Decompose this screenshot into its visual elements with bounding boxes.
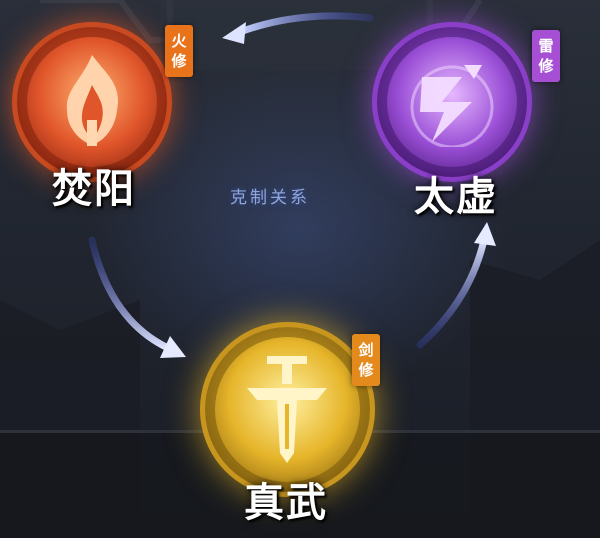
faction-name-fenyang: 焚阳 (52, 165, 136, 212)
faction-emblem-zhenwu[interactable] (200, 322, 375, 497)
badge-sword-cultivation: 剑 修 (352, 334, 380, 386)
faction-name-taixu: 太虚 (414, 173, 498, 220)
faction-emblem-taixu[interactable] (372, 22, 532, 182)
badge-char: 火 (171, 32, 187, 50)
emblem-ring (200, 322, 375, 497)
badge-char: 剑 (358, 341, 374, 359)
emblem-ring (372, 22, 532, 182)
badge-char: 雷 (538, 37, 554, 55)
lightning-icon (410, 65, 494, 147)
faction-emblem-fenyang[interactable] (12, 22, 172, 182)
faction-name-zhenwu: 真武 (244, 479, 328, 526)
badge-char: 修 (538, 57, 554, 75)
badge-thunder-cultivation: 雷 修 (532, 30, 560, 82)
arrow-fenyang-to-zhenwu (88, 236, 186, 358)
flame-icon (66, 55, 118, 146)
badge-fire-cultivation: 火 修 (165, 25, 193, 77)
badge-char: 修 (358, 361, 374, 379)
badge-char: 修 (171, 52, 187, 70)
relationship-title: 克制关系 (230, 188, 310, 208)
arrow-zhenwu-to-taixu (416, 222, 496, 349)
emblem-ring (12, 22, 172, 182)
arrow-taixu-to-fenyang (222, 12, 374, 44)
sword-icon (247, 356, 327, 463)
